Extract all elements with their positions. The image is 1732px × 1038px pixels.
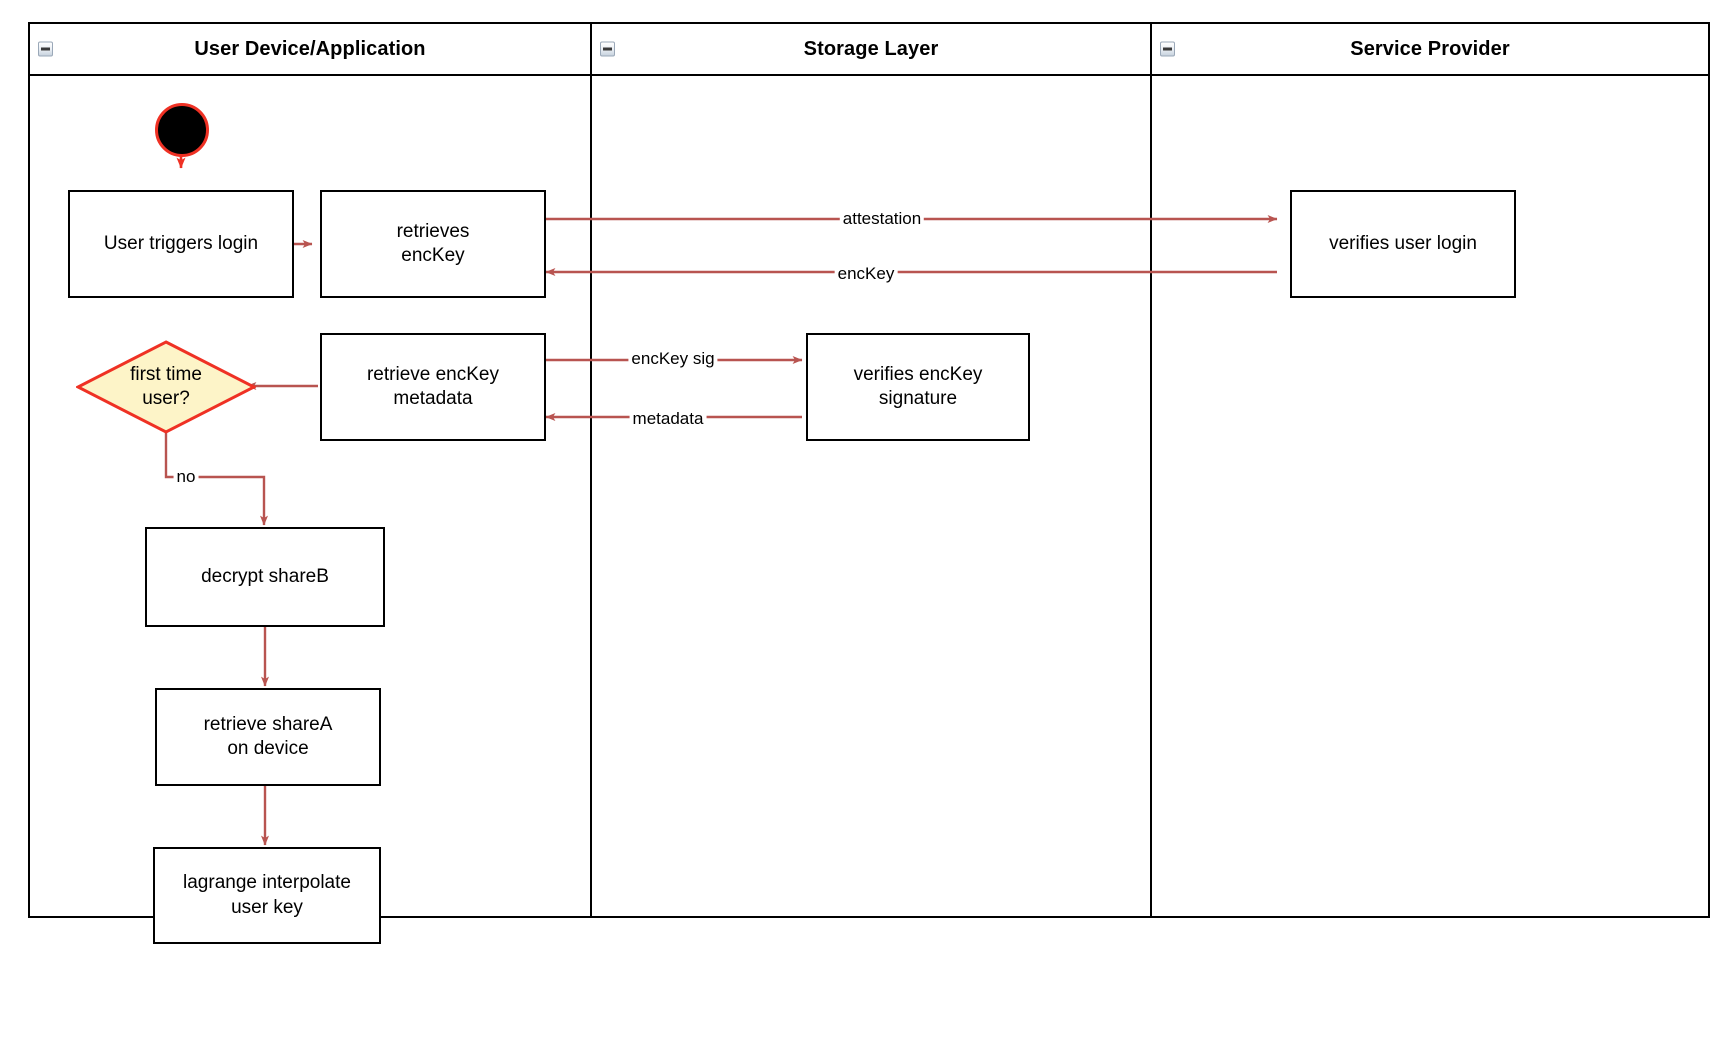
edge-label-metadata: metadata — [629, 409, 707, 429]
node-lagrange-interpolate-user-key[interactable]: lagrange interpolate user key — [153, 847, 381, 944]
edge-label-enckey: encKey — [834, 264, 898, 284]
lane-header-service-provider: Service Provider — [1152, 24, 1708, 76]
node-verifies-user-login[interactable]: verifies user login — [1290, 190, 1516, 298]
node-decrypt-shareb[interactable]: decrypt shareB — [145, 527, 385, 627]
decision-diamond-shape — [76, 340, 256, 434]
collapse-minus-icon[interactable] — [1160, 41, 1175, 57]
lane-title-service-provider: Service Provider — [1350, 37, 1510, 60]
collapse-minus-icon[interactable] — [600, 41, 615, 57]
node-verifies-enckey-signature[interactable]: verifies encKey signature — [806, 333, 1030, 441]
swimlane-pool: User Device/Application Storage Layer Se… — [28, 22, 1710, 918]
lane-service-provider[interactable]: Service Provider — [1150, 24, 1708, 916]
lane-title-storage-layer: Storage Layer — [803, 37, 939, 60]
decision-label: first time user? — [130, 364, 202, 409]
node-retrieves-enckey[interactable]: retrieves encKey — [320, 190, 546, 298]
lane-header-storage-layer: Storage Layer — [592, 24, 1150, 76]
collapse-minus-icon[interactable] — [38, 41, 53, 57]
edge-label-attestation: attestation — [839, 209, 925, 229]
node-first-time-user[interactable]: first time user? — [76, 340, 256, 434]
node-retrieve-sharea-on-device[interactable]: retrieve shareA on device — [155, 688, 381, 786]
start-node[interactable] — [155, 103, 209, 157]
edge-label-no: no — [173, 467, 199, 487]
node-retrieve-enckey-metadata[interactable]: retrieve encKey metadata — [320, 333, 546, 441]
node-user-triggers-login[interactable]: User triggers login — [68, 190, 294, 298]
lane-storage-layer[interactable]: Storage Layer — [590, 24, 1150, 916]
lane-header-user-device: User Device/Application — [30, 24, 590, 76]
edge-label-enckey-sig: encKey sig — [628, 349, 718, 369]
lane-title-user-device: User Device/Application — [194, 37, 426, 60]
